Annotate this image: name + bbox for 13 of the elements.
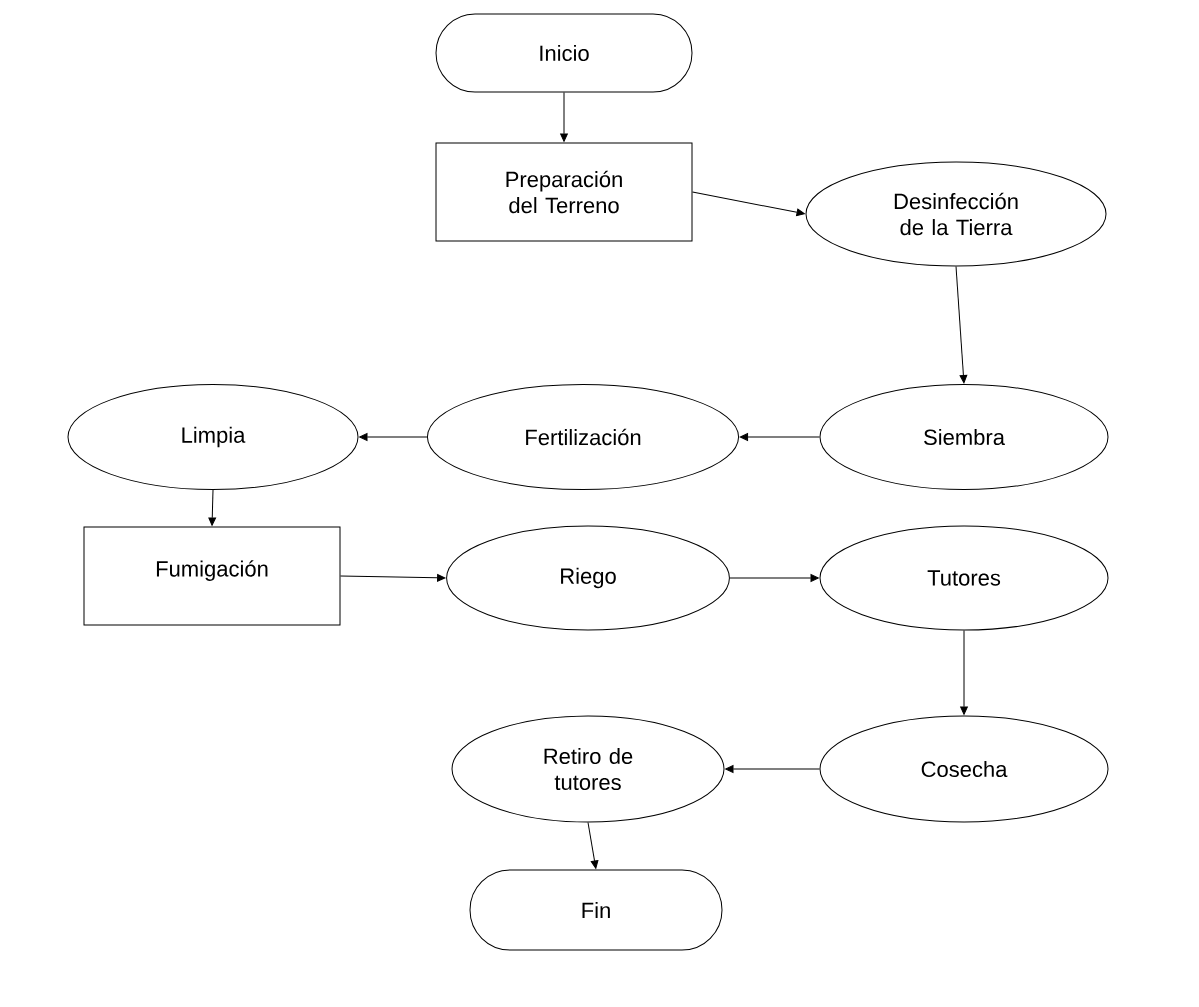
arrow (955, 266, 968, 384)
arrow (587, 822, 599, 869)
arrow (692, 191, 805, 217)
arrow (729, 574, 819, 582)
process-box: Fumigación (83, 526, 341, 626)
arrow (359, 433, 428, 441)
process-box: Preparación del Terreno (435, 142, 693, 242)
arrow (960, 630, 968, 715)
arrow (208, 489, 217, 526)
arrow (560, 92, 568, 142)
arrow (739, 433, 820, 441)
arrow (725, 765, 820, 773)
arrow (340, 574, 446, 582)
